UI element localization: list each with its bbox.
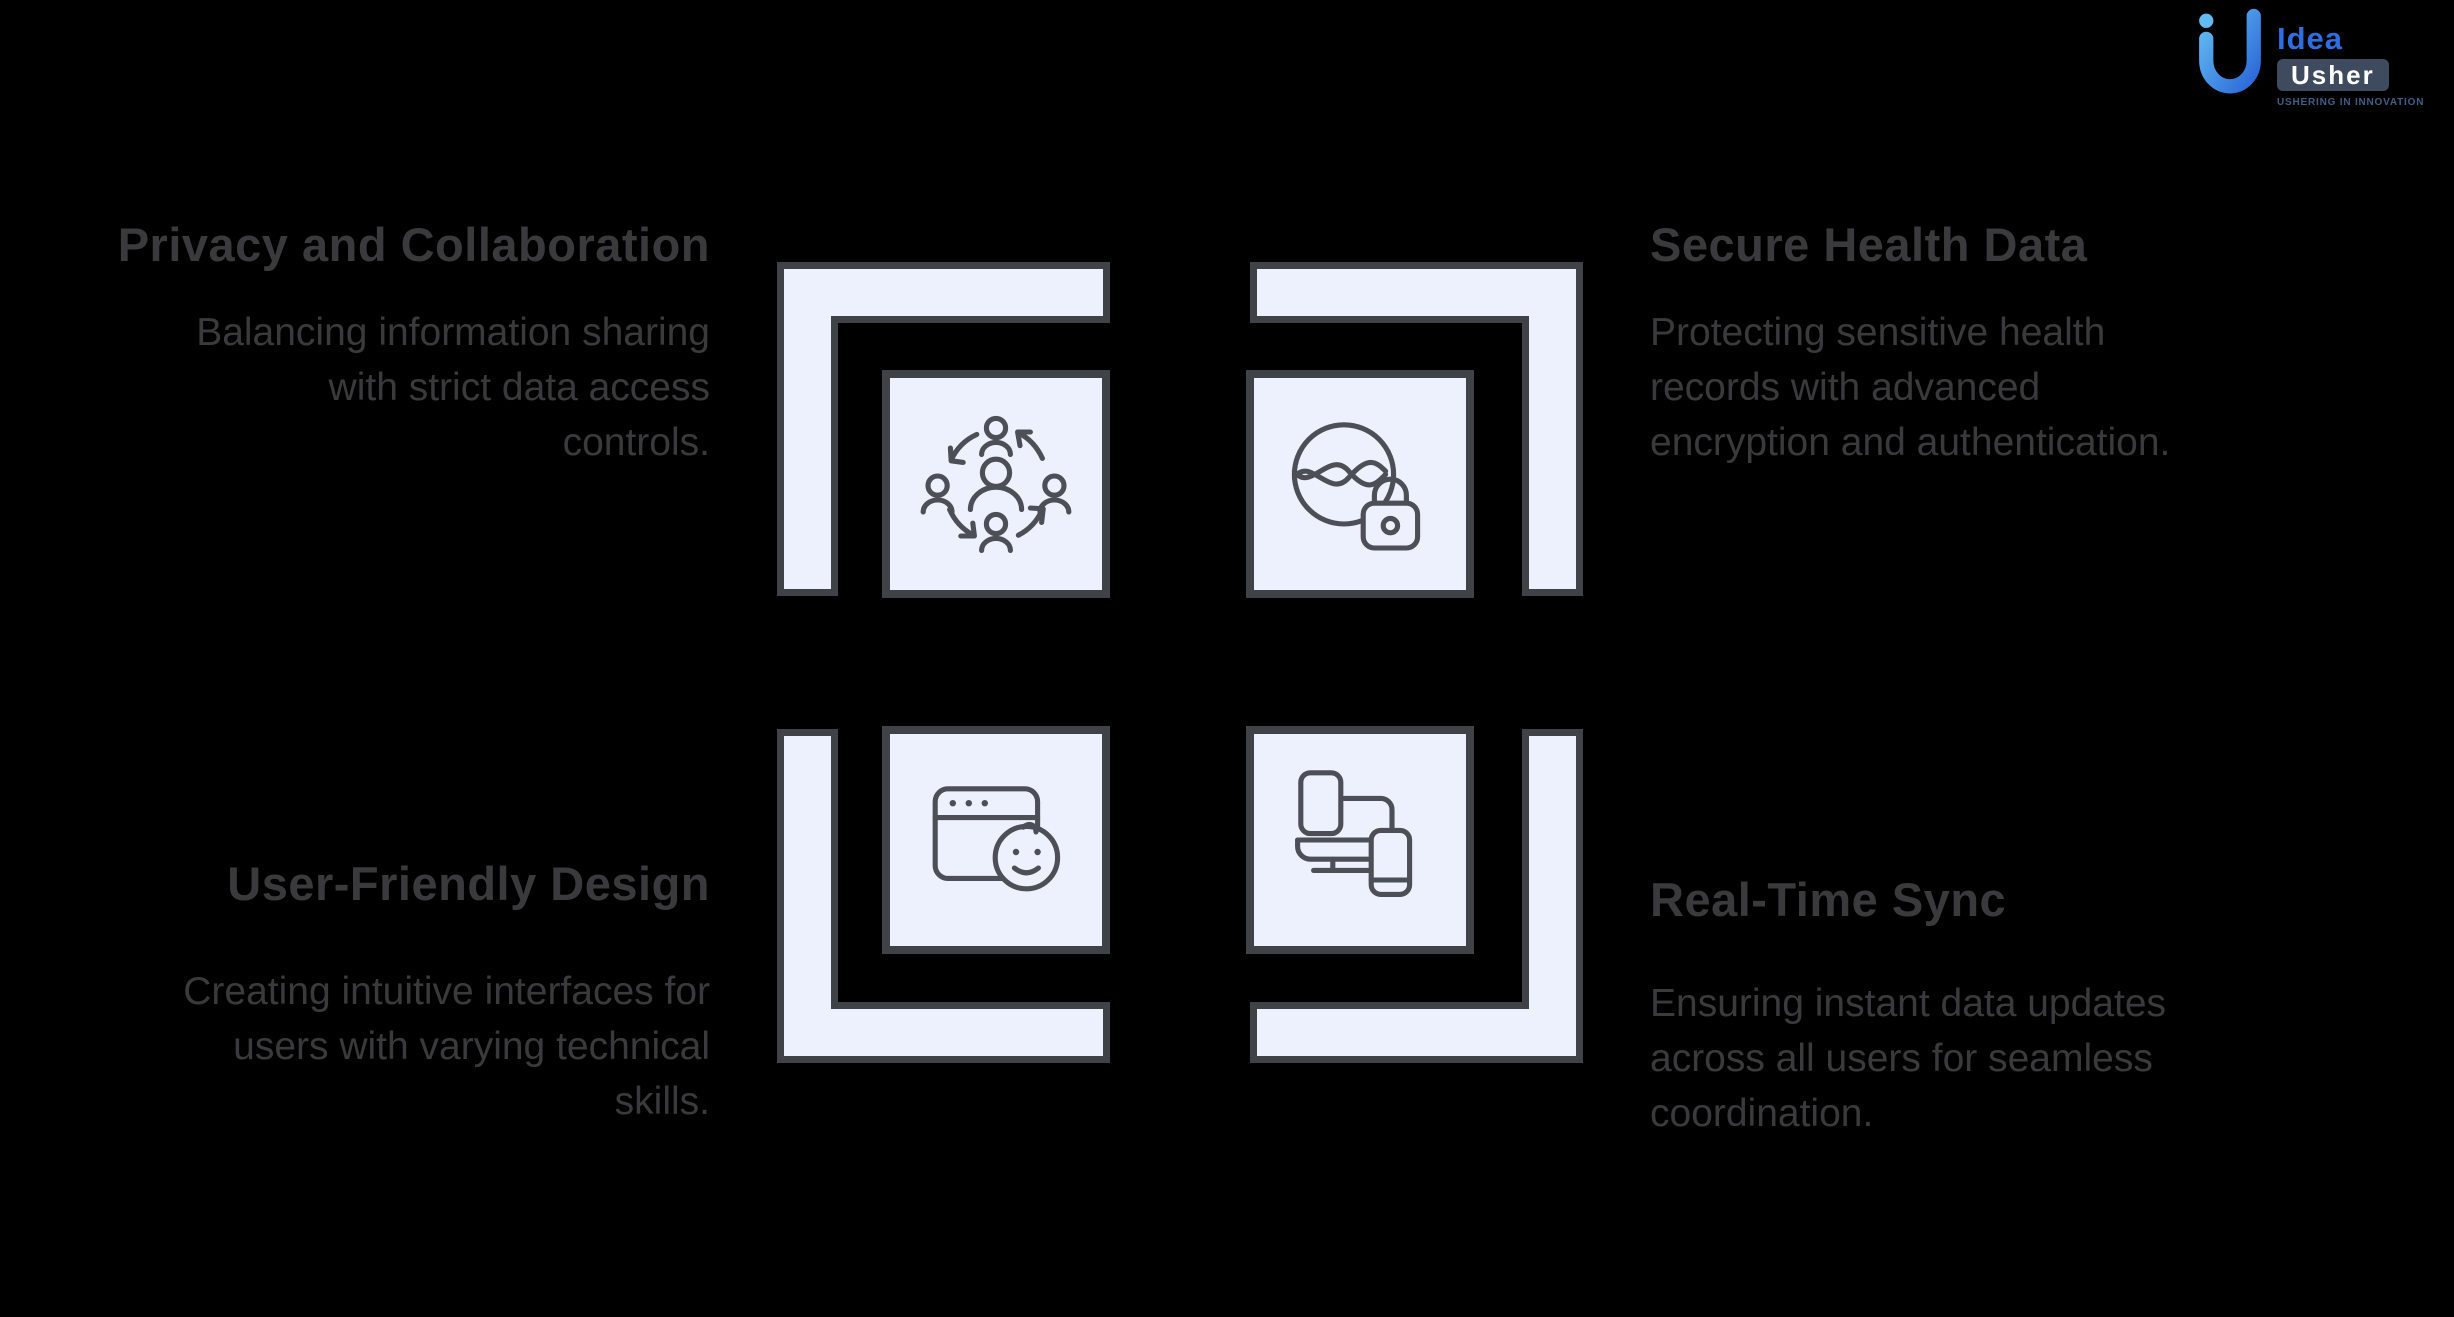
description-line: records with advanced <box>1650 366 2041 409</box>
tile-secure <box>1246 370 1474 598</box>
browser-smiley-icon <box>932 786 1061 892</box>
feature-secure-title: Secure Health Data <box>1650 218 2088 271</box>
logo-word-usher-badge: Usher <box>2277 59 2389 91</box>
feature-privacy-text-block: Privacy and Collaboration Balancing info… <box>110 219 710 470</box>
idea-usher-u-mark-icon <box>2199 8 2261 94</box>
feature-secure-text-block: Secure Health Data Protecting sensitive … <box>1650 219 2300 470</box>
description-line: Protecting sensitive health <box>1650 311 2106 354</box>
description-line: encryption and authentication. <box>1650 421 2171 464</box>
description-line: controls. <box>562 421 710 464</box>
feature-ux-description: Creating intuitive interfaces for users … <box>110 964 710 1129</box>
feature-secure-description: Protecting sensitive health records with… <box>1650 305 2300 470</box>
feature-ux-title: User-Friendly Design <box>227 857 710 910</box>
dna-lock-icon <box>1291 422 1421 551</box>
feature-sync-text-block: Real-Time Sync Ensuring instant data upd… <box>1650 874 2300 1141</box>
tile-sync <box>1246 726 1474 954</box>
description-line: Ensuring instant data updates <box>1650 982 2167 1025</box>
description-line: across all users for seamless <box>1650 1037 2153 1080</box>
feature-sync-title: Real-Time Sync <box>1650 873 2007 926</box>
description-line: Creating intuitive interfaces for <box>183 970 710 1013</box>
corner-bracket-bottom-left <box>777 729 1110 1063</box>
logo-wordmark: Idea Usher USHERING IN INNOVATION <box>2277 6 2424 108</box>
tile-ux <box>882 726 1110 954</box>
devices-sync-icon <box>1295 770 1413 897</box>
corner-bracket-top-left <box>777 262 1110 596</box>
logo-tagline: USHERING IN INNOVATION <box>2277 97 2425 108</box>
feature-privacy-title: Privacy and Collaboration <box>117 218 710 271</box>
idea-usher-logo: Idea Usher USHERING IN INNOVATION <box>2192 6 2424 108</box>
description-line: coordination. <box>1650 1092 1874 1135</box>
feature-ux-text-block: User-Friendly Design Creating intuitive … <box>110 858 710 1129</box>
corner-bracket-top-right <box>1250 262 1583 596</box>
feature-sync-description: Ensuring instant data updates across all… <box>1650 976 2300 1141</box>
description-line: users with varying technical <box>233 1025 710 1068</box>
logo-word-idea: Idea <box>2277 21 2344 56</box>
corner-bracket-bottom-right <box>1250 729 1583 1063</box>
description-line: skills. <box>614 1080 710 1123</box>
feature-privacy-description: Balancing information sharing with stric… <box>110 305 710 470</box>
description-line: with strict data access <box>328 366 710 409</box>
people-collaboration-icon <box>920 415 1072 553</box>
description-line: Balancing information sharing <box>196 311 710 354</box>
tile-privacy <box>882 370 1110 598</box>
